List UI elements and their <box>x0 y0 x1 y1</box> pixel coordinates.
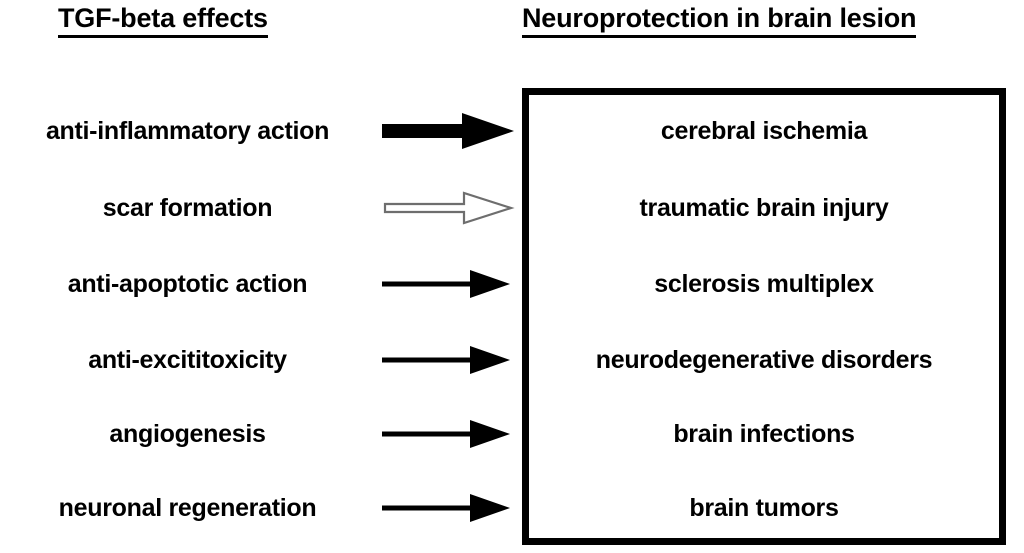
list-item: angiogenesis <box>0 414 375 454</box>
connector-row <box>378 337 522 383</box>
arrow-connectors <box>378 88 522 545</box>
effect-label: anti-inflammatory action <box>45 116 330 145</box>
list-item: sclerosis multiplex <box>529 264 999 304</box>
list-item: neurodegenerative disorders <box>529 340 999 380</box>
arrow-right-hollow-icon <box>383 191 515 225</box>
list-item: traumatic brain injury <box>529 188 999 228</box>
connector-row <box>378 411 522 457</box>
list-item: brain tumors <box>529 488 999 528</box>
list-item: scar formation <box>0 188 375 228</box>
brain-lesion-box: cerebral ischemia traumatic brain injury… <box>522 88 1006 545</box>
page-title-right: Neuroprotection in brain lesion <box>522 4 917 39</box>
tgf-beta-effects-list: anti-inflammatory action scar formation … <box>0 88 375 545</box>
page-title-left: TGF-beta effects <box>58 4 268 39</box>
list-item: anti-excititoxicity <box>0 340 375 380</box>
effect-label: anti-apoptotic action <box>67 269 308 298</box>
effect-label: angiogenesis <box>109 419 266 448</box>
list-item: anti-apoptotic action <box>0 264 375 304</box>
connector-row <box>378 485 522 531</box>
arrow-right-icon <box>382 270 510 298</box>
list-item: anti-inflammatory action <box>0 111 375 151</box>
list-item: brain infections <box>529 414 999 454</box>
list-item: neuronal regeneration <box>0 488 375 528</box>
connector-row <box>378 261 522 307</box>
lesion-label: cerebral ischemia <box>660 116 868 145</box>
lesion-label: traumatic brain injury <box>639 193 889 222</box>
arrow-right-icon <box>382 420 510 448</box>
effect-label: scar formation <box>102 193 273 222</box>
list-item: cerebral ischemia <box>529 111 999 151</box>
arrow-right-icon <box>382 346 510 374</box>
lesion-label: sclerosis multiplex <box>654 269 874 298</box>
lesion-label: brain infections <box>673 419 855 448</box>
arrow-right-icon <box>382 494 510 522</box>
connector-row <box>378 185 522 231</box>
lesion-label: brain tumors <box>689 493 839 522</box>
brain-lesion-list: cerebral ischemia traumatic brain injury… <box>529 95 999 538</box>
effect-label: anti-excititoxicity <box>88 345 287 374</box>
arrow-right-bold-icon <box>382 113 514 149</box>
connector-row <box>378 108 522 154</box>
lesion-label: neurodegenerative disorders <box>595 345 933 374</box>
effect-label: neuronal regeneration <box>58 493 317 522</box>
